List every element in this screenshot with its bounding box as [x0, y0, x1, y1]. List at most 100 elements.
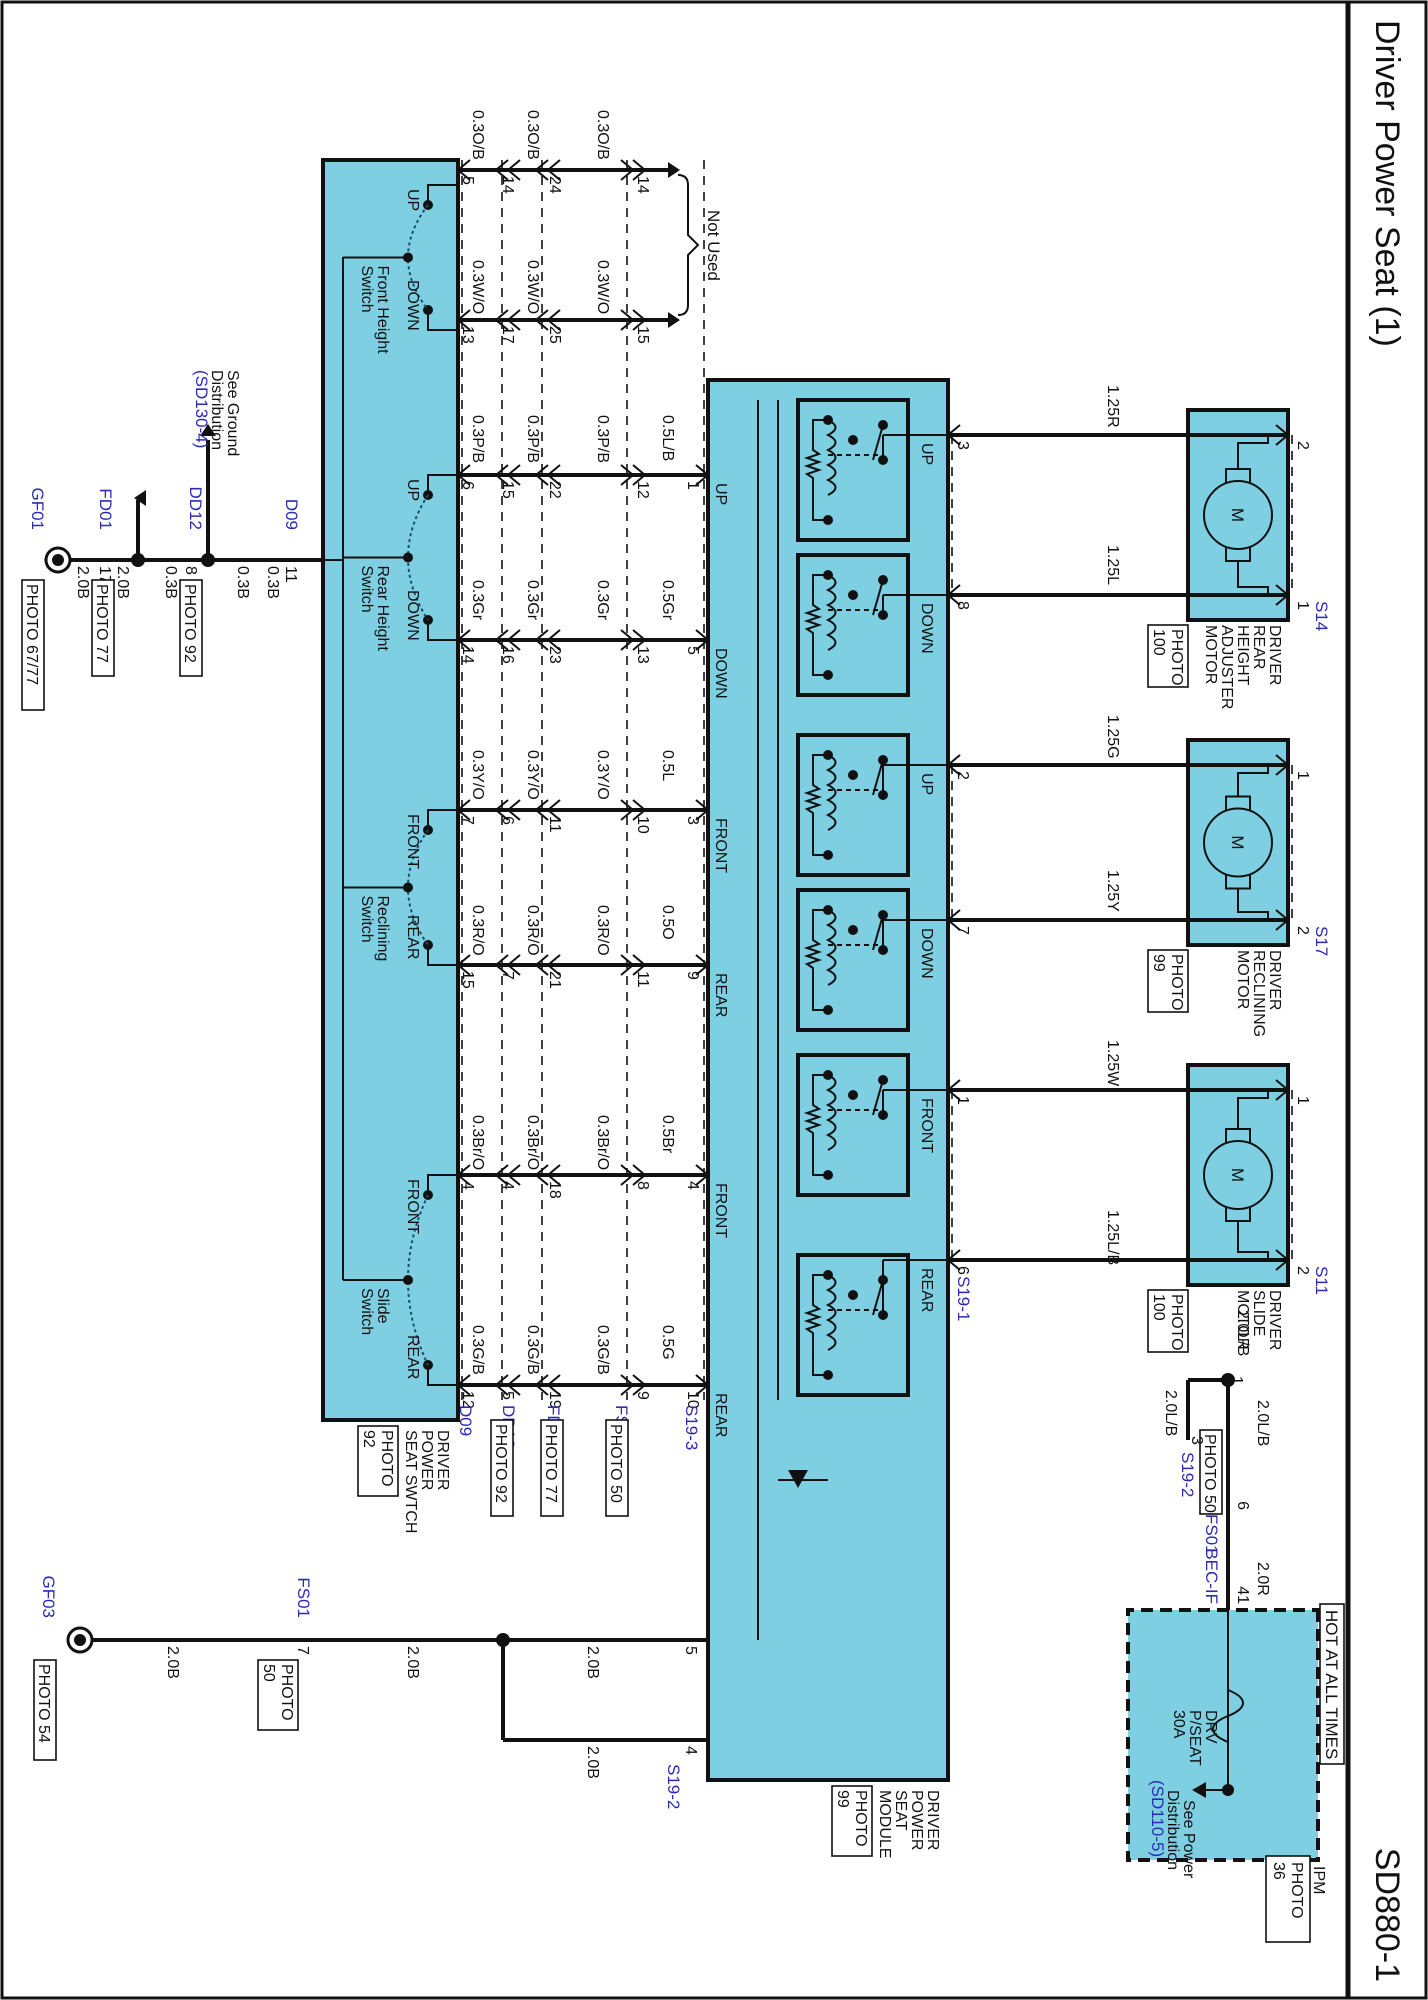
- connector-chevron: [546, 799, 561, 821]
- see-power-ref[interactable]: (SD110-5): [1148, 1780, 1167, 1857]
- motor-name-1: REAR: [1250, 625, 1267, 669]
- module-out-connector[interactable]: S19-1: [954, 1276, 973, 1321]
- module-in-pin: 1: [684, 481, 701, 490]
- module-in-connector: [695, 629, 710, 651]
- fs01-wire: 0.3G/B: [594, 1325, 611, 1375]
- dd12-connector: [494, 954, 521, 976]
- switch-label-1: Front Height: [374, 266, 391, 355]
- motor-connector-b: [1275, 909, 1290, 931]
- switch-label-2: Switch: [358, 896, 375, 943]
- power-connector[interactable]: S19-2: [1178, 1452, 1197, 1497]
- motor-pin-a: 1: [1294, 1096, 1311, 1105]
- mod-gnd-fs01[interactable]: FS01: [294, 1577, 313, 1618]
- connector-chevron: [494, 159, 509, 181]
- sw-gnd-fd01[interactable]: FD01: [96, 488, 115, 530]
- see-ground-ref[interactable]: (SD130-4): [192, 370, 211, 448]
- sw-gnd-dd12-photo: PHOTO 92: [181, 584, 198, 663]
- connector-chevron: [546, 159, 561, 181]
- motor-photo-2: 100: [1150, 1294, 1167, 1321]
- connector-chevron: [632, 799, 647, 821]
- motor-connector[interactable]: S17: [1312, 926, 1331, 956]
- module-in-wire: 0.5Br: [659, 1115, 676, 1154]
- bec-connector[interactable]: BEC-IF: [1202, 1548, 1221, 1604]
- module-out-label: DOWN: [918, 928, 935, 979]
- motor-photo-box: [1147, 949, 1189, 1013]
- relay-coil-icon: [825, 909, 837, 986]
- dd12-connector: [494, 1164, 521, 1186]
- connector-chevron: [534, 159, 549, 181]
- fd01-wire: 0.3W/O: [524, 260, 541, 314]
- fs01-power-photo-box: [1199, 1429, 1223, 1515]
- resistor-icon: [803, 1274, 828, 1376]
- motor-connector[interactable]: S11: [1312, 1266, 1331, 1295]
- d09-pin: 7: [459, 816, 476, 825]
- terminator-icon: [668, 162, 680, 178]
- motor-pin-a: 1: [1294, 771, 1311, 780]
- relay-1: DOWN: [796, 553, 948, 697]
- sw-gnd-d09-pin: 11: [282, 566, 299, 583]
- connector-chevron: [494, 309, 509, 331]
- dd12-wire: 0.3Gr: [469, 580, 486, 621]
- motor-name-1: SLIDE: [1250, 1290, 1267, 1336]
- mod-gnd-fs01-photo-1: PHOTO: [278, 1664, 295, 1721]
- fs01-connector: [620, 799, 647, 821]
- fs01-pin: 8: [634, 1181, 651, 1190]
- seat-switch-name-3: SEAT SWTCH: [402, 1430, 419, 1533]
- motor-wire-a-label: 1.25W: [1104, 1040, 1121, 1087]
- motor-name-3: ADJUSTER: [1218, 625, 1235, 709]
- motor-pin-b: 2: [1294, 1266, 1311, 1275]
- sw-gnd-gf01[interactable]: GF01: [28, 487, 47, 530]
- resistor-icon: [803, 419, 828, 521]
- seat-switch-photo-1: PHOTO: [378, 1430, 395, 1487]
- motor-symbol: M: [1228, 508, 1247, 522]
- fs01-power-connector[interactable]: FS01: [1202, 1514, 1221, 1555]
- switch-label-2: Switch: [358, 1288, 375, 1335]
- fs01-connector: [620, 464, 647, 486]
- switch-label-1: Slide: [374, 1288, 391, 1324]
- motor-symbol: M: [1228, 835, 1247, 849]
- seat-switch-name-1: DRIVER: [434, 1430, 451, 1490]
- sw-gnd-dd12-photo-box: [179, 579, 203, 677]
- module-in-wire: 0.5O: [659, 905, 676, 940]
- switch-pos-b: DOWN: [404, 590, 421, 641]
- fd01-pin: 21: [546, 971, 563, 989]
- mod-gnd-gf03[interactable]: GF03: [39, 1575, 58, 1618]
- conn-photo: PHOTO 92: [492, 1424, 509, 1503]
- motor-connector[interactable]: S14: [1312, 601, 1331, 631]
- conn-s19-3[interactable]: S19-3: [682, 1405, 701, 1450]
- motor-name-2: HEIGHT: [1234, 625, 1251, 686]
- page-title: Driver Power Seat (1): [1368, 20, 1406, 347]
- sw-gnd-dd12-pin: 8: [182, 566, 199, 575]
- relay-0: UP: [796, 398, 948, 542]
- connector-chevron: [546, 954, 561, 976]
- module-in-label: REAR: [712, 1393, 729, 1437]
- sw-gnd-d09[interactable]: D09: [282, 499, 301, 530]
- inline-connector: [620, 309, 647, 331]
- fs01-pin: 15: [634, 326, 651, 344]
- ipm-label: IPM: [1310, 1866, 1327, 1894]
- fd01-connector: [534, 1374, 561, 1396]
- motor-icon: M: [1203, 795, 1273, 890]
- module-name-4: MODULE: [876, 1790, 893, 1858]
- mod-gnd-fs01-pin: 7: [294, 1646, 311, 1655]
- ipm-box: [1126, 1608, 1320, 1862]
- power-wire-b: 2.0L/B: [1234, 1310, 1251, 1356]
- relay-4: FRONT: [796, 1053, 948, 1197]
- conn-d09[interactable]: D09: [456, 1405, 475, 1436]
- sw-gnd-dd12[interactable]: DD12: [186, 487, 205, 530]
- module-name-3: SEAT: [892, 1790, 909, 1831]
- page-code: SD880-1: [1368, 1848, 1406, 1982]
- connector-chevron: [632, 629, 647, 651]
- d09-pin: 4: [459, 1181, 476, 1190]
- mod-gnd-connector[interactable]: S19-2: [664, 1764, 683, 1809]
- d09-pin: 5: [459, 176, 476, 185]
- dd12-connector: [494, 464, 521, 486]
- relay-box: [796, 888, 910, 1032]
- connector-chevron: [620, 464, 635, 486]
- sw-gnd-wire-4: 2.0B: [114, 566, 131, 599]
